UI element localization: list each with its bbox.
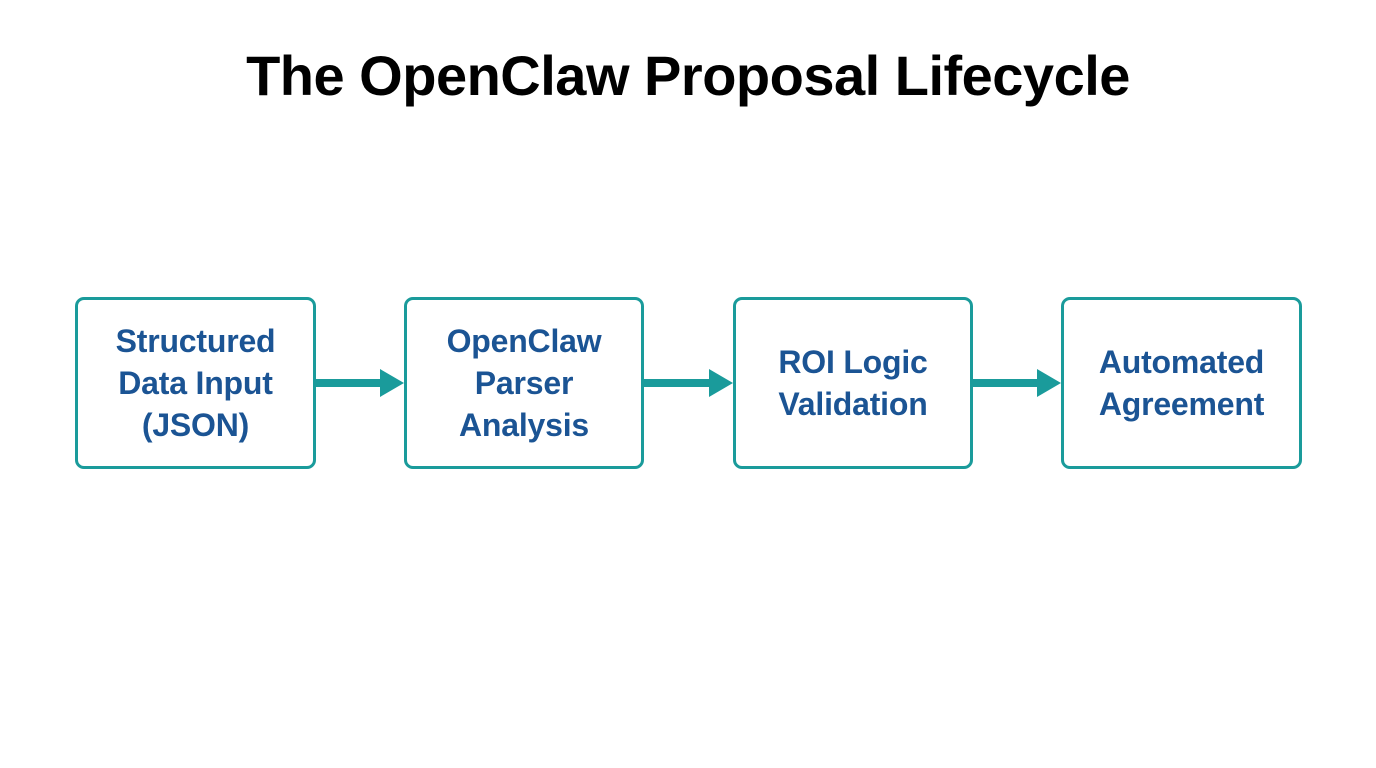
flow-node-structured-data-input[interactable]: Structured Data Input (JSON)	[75, 297, 316, 469]
flow-arrow-icon-2	[644, 365, 733, 401]
flow-node-label: OpenClaw Parser Analysis	[446, 323, 602, 443]
flow-node-roi-logic-validation[interactable]: ROI Logic Validation	[733, 297, 973, 469]
flow-node-label: Automated Agreement	[1098, 344, 1265, 422]
page-title: The OpenClaw Proposal Lifecycle	[246, 44, 1130, 107]
flow-node-label: Structured Data Input (JSON)	[115, 323, 276, 443]
flow-node-label: ROI Logic Validation	[778, 344, 928, 422]
flow-arrow-icon-3	[973, 365, 1061, 401]
flow-arrow-icon-1	[316, 365, 404, 401]
flow-node-openclaw-parser-analysis[interactable]: OpenClaw Parser Analysis	[404, 297, 644, 469]
flow-diagram: Structured Data Input (JSON) OpenClaw Pa…	[0, 297, 1376, 469]
flow-node-automated-agreement[interactable]: Automated Agreement	[1061, 297, 1302, 469]
